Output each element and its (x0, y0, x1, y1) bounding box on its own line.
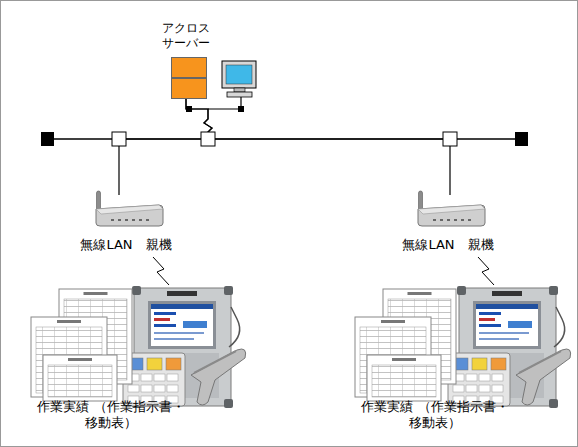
document-node: 作業実績 （作業指示書・移動表） (353, 289, 517, 431)
status-led (447, 219, 450, 221)
server-icon (171, 57, 207, 101)
status-led (433, 219, 436, 221)
status-led (468, 219, 471, 221)
access-point-icon (393, 179, 503, 227)
access-point-node: 無線LAN 親機 (71, 195, 181, 253)
status-led (125, 219, 128, 221)
form-grid (372, 365, 436, 397)
server-unit (172, 58, 207, 78)
paper-sheet (367, 355, 441, 401)
paper-sheet (43, 355, 117, 401)
wire-joint (238, 106, 244, 112)
client-monitor (226, 65, 252, 84)
device-label: 無線LAN 親機 (51, 237, 201, 253)
access-point-body (418, 205, 485, 226)
access-point-top (418, 205, 485, 214)
paper-forms (31, 289, 141, 404)
form-heading (84, 292, 108, 295)
document-label: 作業実績 （作業指示書・移動表） (29, 399, 193, 431)
handheld-station (123, 257, 246, 408)
hub-port (201, 132, 215, 146)
hub-port (443, 132, 457, 146)
lan-wire (208, 108, 241, 109)
status-led (139, 219, 142, 221)
wire-joint (186, 106, 192, 112)
terminator (41, 132, 54, 146)
access-point-icon (71, 179, 181, 227)
form-heading (57, 320, 81, 323)
client-monitor (234, 88, 245, 92)
status-led (132, 219, 135, 221)
client-monitor (222, 61, 256, 88)
server-label: アクロス サーバー (159, 21, 213, 51)
status-led (454, 219, 457, 221)
status-led (146, 219, 149, 221)
status-led (440, 219, 443, 221)
client-monitor (227, 92, 252, 97)
terminator (515, 132, 528, 146)
network-connector (186, 99, 450, 195)
access-point-node: 無線LAN 親機 (393, 195, 503, 253)
server-node: アクロス サーバー (159, 21, 213, 99)
form-heading (392, 358, 416, 361)
form-heading (68, 358, 92, 361)
document-label: 作業実績 （作業指示書・移動表） (353, 399, 517, 431)
status-led (111, 219, 114, 221)
client-monitor (222, 61, 256, 97)
device-label: 無線LAN 親機 (373, 237, 523, 253)
server-unit (172, 79, 207, 99)
status-led (461, 219, 464, 221)
form-heading (408, 292, 432, 295)
network-connector (119, 99, 212, 195)
status-led (118, 219, 121, 221)
document-node: 作業実績 （作業指示書・移動表） (29, 289, 193, 431)
form-grid (48, 365, 112, 397)
hub-port (112, 132, 126, 146)
access-point-top (96, 205, 163, 214)
form-heading (381, 320, 405, 323)
access-point-body (96, 205, 163, 226)
paper-forms (355, 289, 465, 404)
handheld-station (448, 257, 571, 408)
